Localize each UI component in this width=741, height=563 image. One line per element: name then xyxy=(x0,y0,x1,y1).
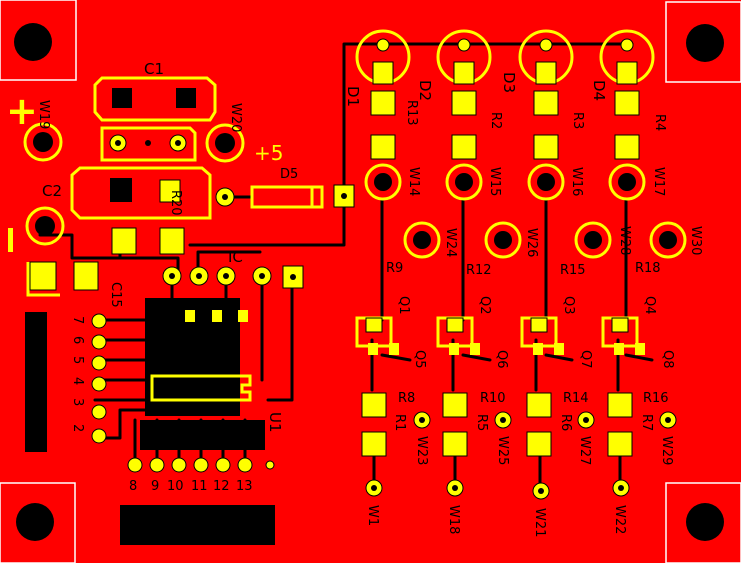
transistor-q1: Q1 Q5 xyxy=(355,296,427,369)
power-connectors: + +5 W19 W20 xyxy=(6,89,283,252)
c1-label: C1 xyxy=(144,60,164,78)
pin11-label: 11 xyxy=(191,479,208,494)
w25-label: W25 xyxy=(495,436,510,465)
pin4-label: 4 xyxy=(70,377,85,385)
r16-label: R16 xyxy=(643,391,669,406)
w19-label: W19 xyxy=(36,100,51,129)
r8-label: R8 xyxy=(398,391,415,406)
led-d4: D4 xyxy=(590,29,655,101)
pin2-label: 2 xyxy=(70,424,85,432)
w28-label: W28 xyxy=(617,226,632,255)
transistor-q3: Q3 Q7 xyxy=(520,296,593,369)
c15-label: C15 xyxy=(108,282,123,308)
pin12-label: 12 xyxy=(213,479,230,494)
w27-label: W27 xyxy=(577,436,592,465)
wire-pads-small: W23 W25 W27 W29 xyxy=(413,411,677,465)
w29-label: W29 xyxy=(659,436,674,465)
resistor-r1-r8: R8 R1 xyxy=(361,391,415,457)
c15-capacitor: C15 xyxy=(26,227,185,308)
resistor-r4: R4 xyxy=(614,90,667,160)
wire-pads-bottom: W1 W18 W21 W22 xyxy=(365,479,630,537)
r18-label: R18 xyxy=(635,261,661,276)
r12-label: R12 xyxy=(466,263,492,278)
c2-label: C2 xyxy=(42,182,62,200)
resistor-r13: R13 xyxy=(370,90,419,160)
q2-label: Q2 xyxy=(477,296,492,315)
w22-label: W22 xyxy=(612,505,627,534)
c1-capacitor: C1 xyxy=(93,60,217,122)
d2-label: D2 xyxy=(416,80,434,101)
w23-label: W23 xyxy=(414,436,429,465)
q7-label: Q7 xyxy=(578,350,593,369)
r5-label: R5 xyxy=(474,414,489,431)
w20-label: W20 xyxy=(228,103,243,132)
led-d2: D2 xyxy=(416,29,492,101)
r7-label: R7 xyxy=(639,414,654,431)
w24-label: W24 xyxy=(443,228,458,257)
d5-label: D5 xyxy=(280,167,298,182)
resistor-r2: R2 xyxy=(451,90,503,160)
pin3-label: 3 xyxy=(70,398,85,406)
r13-label: R13 xyxy=(404,100,419,126)
w26-label: W26 xyxy=(524,228,539,257)
q1-label: Q1 xyxy=(396,296,411,315)
r4-label: R4 xyxy=(652,114,667,131)
w17-label: W17 xyxy=(651,167,666,196)
q6-label: Q6 xyxy=(494,350,509,369)
q5-label: Q5 xyxy=(412,350,427,369)
r3-label: R3 xyxy=(570,112,585,129)
q3-label: Q3 xyxy=(561,296,576,315)
w14-label: W14 xyxy=(406,167,421,196)
r6-label: R6 xyxy=(558,414,573,431)
w15-label: W15 xyxy=(487,167,502,196)
w1-label: W1 xyxy=(365,505,380,526)
r9-label: R9 xyxy=(386,261,403,276)
w30-label: W30 xyxy=(688,226,703,255)
r2-label: R2 xyxy=(488,112,503,129)
r1-label: R1 xyxy=(392,414,407,431)
ic-label: IC xyxy=(228,248,243,266)
d3-label: D3 xyxy=(500,72,518,93)
transistor-q2: Q2 Q6 xyxy=(436,296,509,369)
ic-chip: IC xyxy=(162,248,304,289)
q8-label: Q8 xyxy=(660,350,675,369)
w21-label: W21 xyxy=(532,508,547,537)
u1-chip: U1 xyxy=(150,310,284,433)
c2-capacitor: C2 R20 xyxy=(42,166,212,220)
r15-label: R15 xyxy=(560,263,586,278)
resistor-r7-r16: R16 R7 xyxy=(607,391,669,457)
r10-label: R10 xyxy=(480,391,506,406)
q4-label: Q4 xyxy=(642,296,657,315)
resistor-r6-r14: R14 R6 xyxy=(526,391,589,457)
d1-label: D1 xyxy=(344,86,362,107)
pin6-label: 6 xyxy=(70,336,85,344)
pin10-label: 10 xyxy=(167,479,184,494)
resistor-r3: R3 xyxy=(533,90,585,160)
wire-pads-mid: W24 W26 W28 W30 R9 R12 R15 R18 xyxy=(386,221,703,278)
d5-diode: D5 xyxy=(250,167,355,209)
pin13-label: 13 xyxy=(236,479,253,494)
plus5-label: +5 xyxy=(254,141,283,165)
w18-label: W18 xyxy=(446,505,461,534)
u1-label: U1 xyxy=(266,412,284,433)
resistor-r5-r10: R10 R5 xyxy=(442,391,506,457)
header-pins-bottom: 8 9 10 11 12 13 xyxy=(127,457,275,494)
voltage-regulator xyxy=(100,126,197,162)
header-pins-left: 7 6 5 4 3 2 xyxy=(70,313,107,444)
r20-label: R20 xyxy=(168,190,183,216)
led-d1: D1 xyxy=(344,29,411,107)
r14-label: R14 xyxy=(563,391,589,406)
pin7-label: 7 xyxy=(70,316,85,324)
transistor-q4: Q4 Q8 xyxy=(601,296,675,369)
pin8-label: 8 xyxy=(129,479,137,494)
pin9-label: 9 xyxy=(151,479,159,494)
pin5-label: 5 xyxy=(70,356,85,364)
w16-label: W16 xyxy=(569,167,584,196)
wire-pads-top: W14 W15 W16 W17 xyxy=(364,163,666,201)
led-d3: D3 xyxy=(500,29,574,93)
d4-label: D4 xyxy=(590,80,608,101)
